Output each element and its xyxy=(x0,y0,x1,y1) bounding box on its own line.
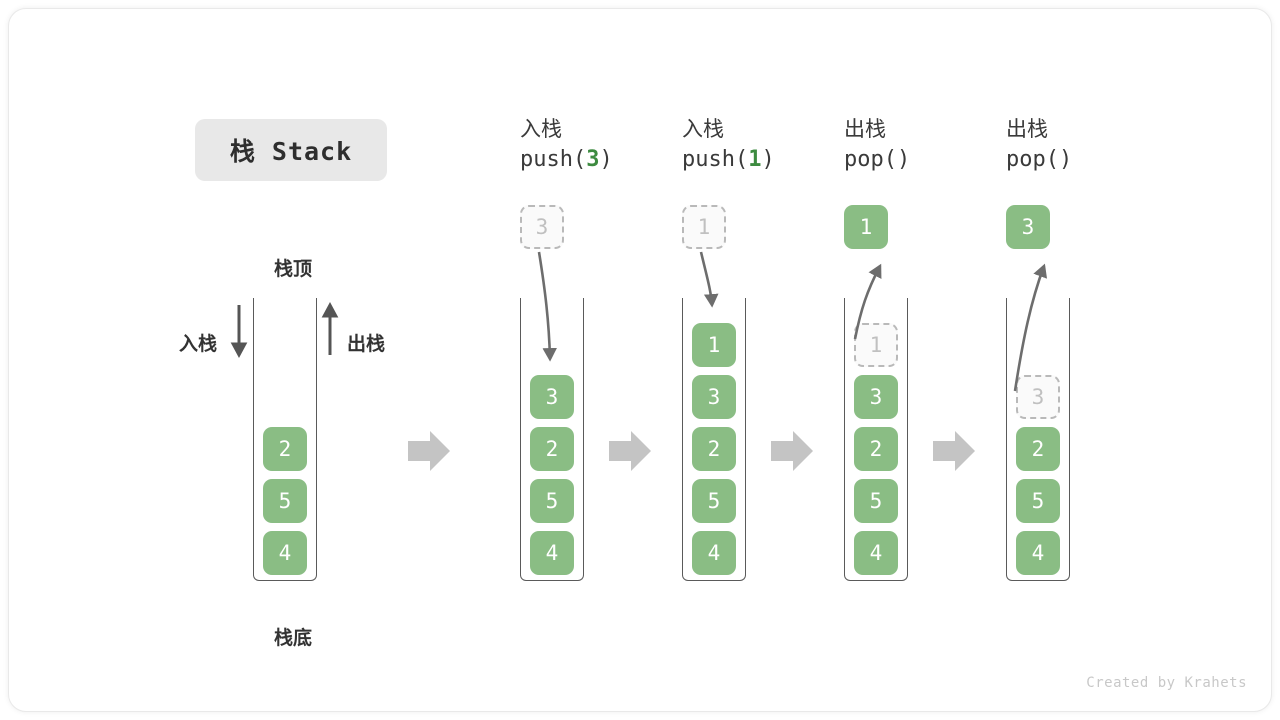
incoming-ghost-box-push-3: 3 xyxy=(520,205,564,249)
column-header-pop-1: 出栈 pop() xyxy=(844,114,910,176)
column-header-cn: 出栈 xyxy=(844,117,886,141)
column-header-code: pop() xyxy=(844,147,911,173)
incoming-ghost-box-push-1: 1 xyxy=(682,205,726,249)
stack-cell: 5 xyxy=(1016,479,1060,523)
vacated-ghost-cell: 3 xyxy=(1016,375,1060,419)
stack-top-label: 栈顶 xyxy=(273,258,312,280)
stack-cell: 5 xyxy=(263,479,307,523)
stack-cells-push-3: 4 5 2 3 xyxy=(521,375,583,575)
column-header-pop-3: 出栈 pop() xyxy=(1006,114,1072,176)
stack-cell: 4 xyxy=(692,531,736,575)
stack-cell: 3 xyxy=(530,375,574,419)
column-header-cn: 出栈 xyxy=(1006,117,1048,141)
stack-cell: 3 xyxy=(692,375,736,419)
column-header-push-1: 入栈 push(1) xyxy=(682,114,775,176)
popped-box-1: 1 xyxy=(844,205,888,249)
push-argument: 1 xyxy=(748,147,762,173)
push-argument: 3 xyxy=(586,147,600,173)
stack-bottom-label: 栈底 xyxy=(273,627,312,649)
column-header-code: push(1) xyxy=(682,147,775,173)
step-arrow-3 xyxy=(771,431,813,471)
stack-cell: 2 xyxy=(530,427,574,471)
popped-box-3: 3 xyxy=(1006,205,1050,249)
stack-container-initial: 4 5 2 xyxy=(253,298,317,581)
stack-cell: 4 xyxy=(530,531,574,575)
stack-container-pop-1: 4 5 2 3 1 xyxy=(844,298,908,581)
stack-cells-initial: 4 5 2 xyxy=(254,427,316,575)
diagram-card: 栈 Stack 栈顶 栈底 入栈 出栈 入栈 push(3) 入栈 push(1… xyxy=(8,8,1272,712)
arrows-overlay xyxy=(230,251,1048,471)
vacated-ghost-cell: 1 xyxy=(854,323,898,367)
stack-cell: 2 xyxy=(854,427,898,471)
stack-cell: 3 xyxy=(854,375,898,419)
step-arrow-1 xyxy=(408,431,450,471)
stack-container-pop-3: 4 5 2 3 xyxy=(1006,298,1070,581)
stack-cell: 2 xyxy=(263,427,307,471)
stack-cell: 5 xyxy=(854,479,898,523)
stack-cells-pop-3: 4 5 2 3 xyxy=(1007,375,1069,575)
column-header-push-3: 入栈 push(3) xyxy=(520,114,613,176)
column-header-cn: 入栈 xyxy=(682,117,724,141)
push-side-label: 入栈 xyxy=(179,333,218,355)
diagram-title-badge: 栈 Stack xyxy=(195,119,387,181)
step-arrow-2 xyxy=(609,431,651,471)
stack-cell: 4 xyxy=(263,531,307,575)
stack-container-push-1: 4 5 2 3 1 xyxy=(682,298,746,581)
stack-cell: 2 xyxy=(692,427,736,471)
column-header-cn: 入栈 xyxy=(520,117,562,141)
pop-side-label: 出栈 xyxy=(347,333,386,355)
stack-cells-pop-1: 4 5 2 3 1 xyxy=(845,323,907,575)
footer-credit: Created by Krahets xyxy=(1086,675,1247,691)
stack-cell: 5 xyxy=(530,479,574,523)
stack-cell: 5 xyxy=(692,479,736,523)
step-arrow-4 xyxy=(933,431,975,471)
stack-cell: 1 xyxy=(692,323,736,367)
stack-cell: 4 xyxy=(854,531,898,575)
diagram-title-text: 栈 Stack xyxy=(229,137,353,166)
stack-container-push-3: 4 5 2 3 xyxy=(520,298,584,581)
stack-cell: 4 xyxy=(1016,531,1060,575)
column-header-code: pop() xyxy=(1006,147,1073,173)
column-header-code: push(3) xyxy=(520,147,613,173)
stack-cell: 2 xyxy=(1016,427,1060,471)
stack-cells-push-1: 4 5 2 3 1 xyxy=(683,323,745,575)
